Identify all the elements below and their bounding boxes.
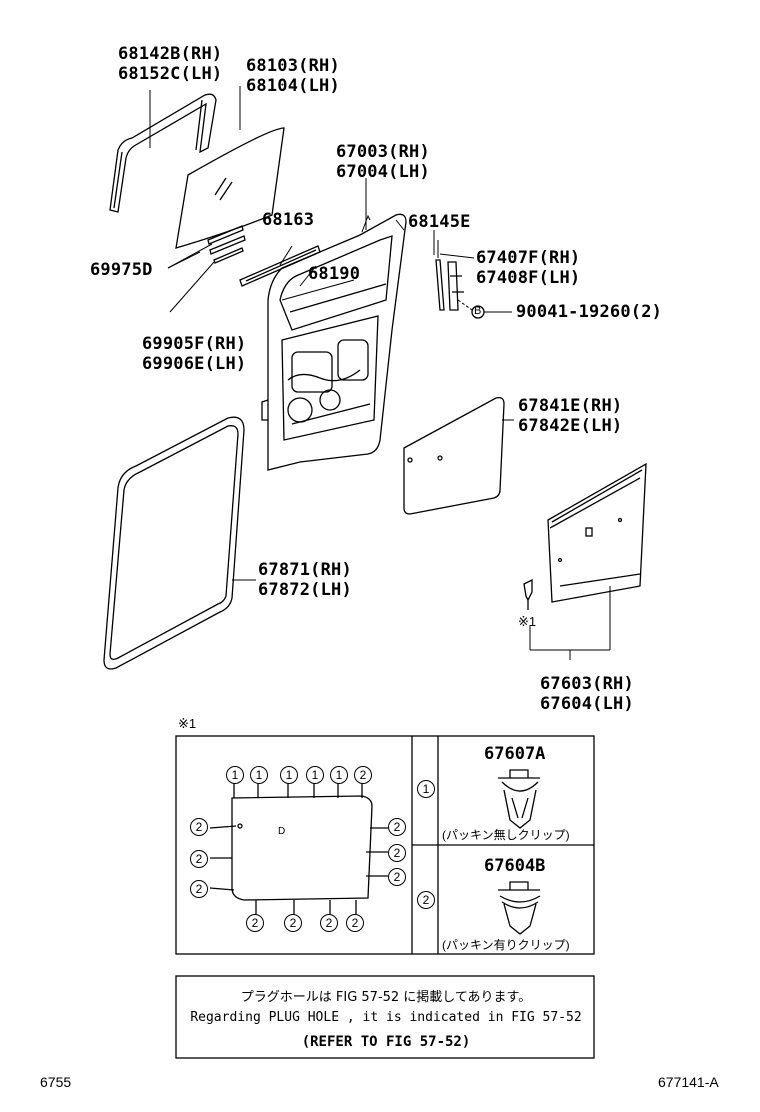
hinge-bracket-drawing (447, 261, 512, 319)
glass-channel-drawing (281, 279, 355, 301)
footer-fig-number: 6755 (40, 1074, 72, 1090)
service-hole-cover-drawing (403, 396, 514, 515)
d-mark: D (278, 826, 286, 837)
callout-2: 2 (284, 914, 302, 932)
label-68145e: 68145E (408, 212, 471, 232)
label-69905f: 69905F(RH)69906E(LH) (142, 334, 247, 374)
callout-2: 2 (320, 914, 338, 932)
label-69975d: 69975D (90, 260, 153, 280)
run-channel-drawing (109, 93, 217, 213)
callout-1: 1 (226, 766, 244, 784)
callout-1: 1 (306, 766, 324, 784)
clip1-description: (パッキン無しクリップ) (442, 828, 570, 842)
trim-clip-drawing (523, 578, 533, 610)
clip2-description: (パッキン有りクリップ) (442, 938, 570, 952)
ref-mark-1: ※1 (518, 614, 537, 629)
label-68190: 68190 (308, 264, 361, 284)
callout-2: 2 (190, 880, 208, 898)
clip2-part-number: 67604B (484, 856, 546, 876)
door-panel-drawing (261, 213, 407, 471)
callout-1: 1 (280, 766, 298, 784)
label-67407f: 67407F(RH)67408F(LH) (476, 248, 581, 288)
label-67603: 67603(RH)67604(LH) (540, 674, 634, 714)
door-weatherstrip-drawing (103, 416, 256, 670)
note-line-refer: (REFER TO FIG 57-52) (301, 1034, 471, 1050)
clip1-number: 1 (417, 780, 435, 798)
label-68142b: 68142B(RH)68152C(LH) (118, 44, 223, 84)
label-67871: 67871(RH)67872(LH) (258, 560, 352, 600)
note-box (175, 975, 595, 1059)
callout-2: 2 (388, 818, 406, 836)
door-trim-board-drawing (529, 462, 647, 660)
callout-2: 2 (246, 914, 264, 932)
clip-detail-box (175, 735, 595, 955)
label-67003: 67003(RH)67004(LH) (336, 142, 430, 182)
callout-1: 1 (250, 766, 268, 784)
bolt-b-mark: B (474, 305, 482, 317)
note-line-en: Regarding PLUG HOLE , it is indicated in… (190, 1010, 582, 1025)
callout-2: 2 (354, 766, 372, 784)
lower-frame-drawing (435, 240, 445, 311)
note-line-ja: プラグホールは FIG 57-52 に掲載してあります。 (240, 990, 532, 1005)
footer-illustration-code: 677141-A (658, 1074, 719, 1090)
detail-ref-mark: ※1 (178, 716, 197, 731)
callout-2: 2 (190, 818, 208, 836)
clip1-part-number: 67607A (484, 744, 546, 764)
clip2-number: 2 (417, 891, 435, 909)
label-67841e: 67841E(RH)67842E(LH) (518, 396, 623, 436)
door-glass-drawing (175, 127, 285, 249)
callout-2: 2 (388, 868, 406, 886)
callout-2: 2 (190, 850, 208, 868)
callout-2: 2 (346, 914, 364, 932)
label-90041: 90041-19260(2) (516, 302, 663, 322)
label-68163: 68163 (262, 210, 315, 230)
label-68103: 68103(RH)68104(LH) (246, 56, 340, 96)
callout-1: 1 (330, 766, 348, 784)
leader-lines (149, 86, 475, 287)
callout-2: 2 (388, 844, 406, 862)
